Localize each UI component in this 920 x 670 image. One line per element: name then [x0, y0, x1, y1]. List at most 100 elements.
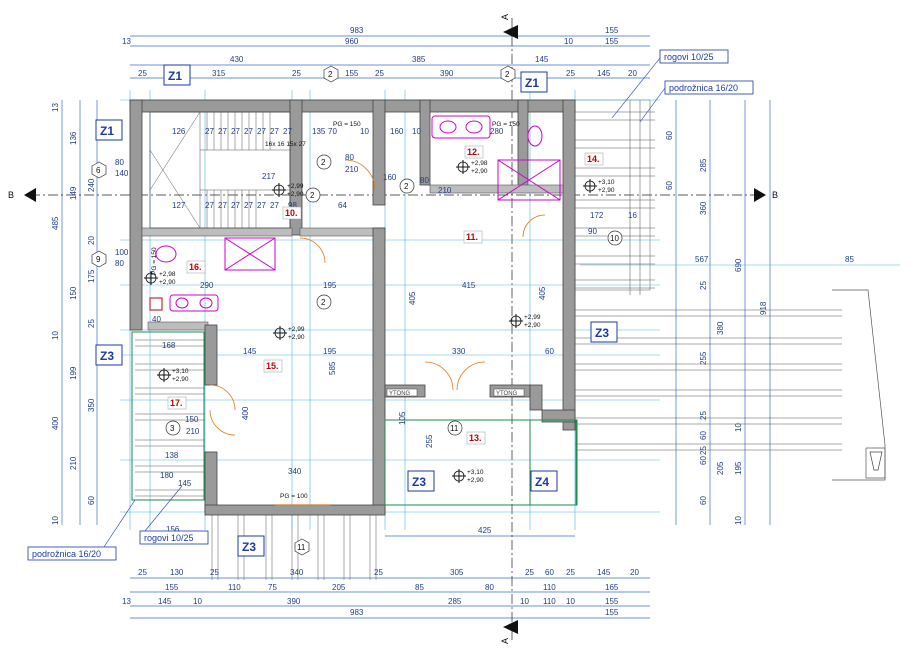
- dim-misc-180: 180: [160, 471, 174, 480]
- dim-bottom-983: 983: [350, 608, 364, 617]
- dim-top-25a: 25: [138, 69, 147, 78]
- dim-inner2-27c: 27: [231, 201, 240, 210]
- dim-right-4: 25: [699, 281, 708, 290]
- pg-label: PG = 100: [280, 493, 308, 500]
- level-value-a: +3,10: [467, 469, 484, 476]
- dim-top-20: 20: [628, 69, 637, 78]
- pg-label: PG = 150: [151, 247, 158, 275]
- room-number: 11.: [466, 232, 478, 242]
- dim-bottom-r1-10: 20: [630, 568, 639, 577]
- room-number: 14.: [587, 154, 600, 164]
- marker-label: 11: [297, 543, 306, 552]
- dim-left-175: 175: [87, 269, 96, 283]
- dim-left-10b: 10: [51, 516, 60, 525]
- ytong-label: YTONG: [389, 391, 411, 397]
- zone-label: Z1: [100, 124, 114, 138]
- dim-bottom-425: 425: [478, 526, 492, 535]
- dim-inner2-27a: 27: [205, 201, 214, 210]
- dim-misc-60: 60: [545, 347, 554, 356]
- dim-left-350: 350: [87, 398, 96, 412]
- dim-left-136: 136: [69, 131, 78, 145]
- walls: [129, 99, 576, 516]
- section-b-right-arrow-icon: [754, 188, 766, 202]
- level-marker: +2,99 +2,90: [272, 183, 304, 198]
- dim-inner-64: 64: [338, 201, 347, 210]
- dim-inner2-27b: 27: [218, 201, 227, 210]
- dim-left-60: 60: [87, 496, 96, 505]
- dim-misc-172: 172: [590, 211, 604, 220]
- room-number: 13.: [469, 433, 482, 443]
- dim-inner-127: 127: [172, 201, 186, 210]
- dim-top-430: 430: [230, 55, 244, 64]
- dim-left-150: 150: [69, 286, 78, 300]
- dim-bottom-r1-1: 130: [170, 568, 184, 577]
- dim-bottom-r3-3: 390: [287, 597, 301, 606]
- dim-bottom-r3-4: 285: [448, 597, 462, 606]
- dim-bottom-r3-1: 145: [158, 597, 172, 606]
- dim-misc-80d: 80: [420, 176, 429, 185]
- zone-label: Z1: [168, 69, 182, 83]
- marker-label: 2: [328, 70, 333, 79]
- bathtub-icon: [224, 237, 276, 271]
- dim-misc-210c: 210: [186, 427, 200, 436]
- dim-bottom-r1-3: 340: [290, 568, 304, 577]
- level-value-b: +2,90: [172, 376, 189, 383]
- interior-dimensions: 126 27 27 27 27 27 27 27 135 70 10 160 1…: [115, 127, 854, 534]
- dim-bottom-r1-4: 25: [374, 568, 383, 577]
- dim-top-25d: 25: [566, 69, 575, 78]
- shower-icon: [497, 159, 561, 201]
- dim-misc-405: 405: [408, 291, 417, 305]
- level-value-a: +2,98: [471, 160, 488, 167]
- dim-top-390: 390: [440, 69, 454, 78]
- dim-left-400: 400: [51, 416, 60, 430]
- section-a-bottom-arrow-icon: [503, 620, 518, 634]
- section-a-top-arrow-icon: [503, 25, 518, 39]
- dim-inner-27g: 27: [283, 127, 292, 136]
- dim-bottom-r3-2: 10: [193, 597, 202, 606]
- level-marker: +2,99 +2,90: [509, 314, 541, 329]
- dim-right-8: 205: [716, 461, 725, 475]
- level-marker: +3,10 +2,90: [452, 469, 484, 484]
- chimney-icon: [869, 451, 883, 471]
- dim-bottom-r3-5: 10: [520, 597, 529, 606]
- level-value-a: +2,99: [287, 183, 304, 190]
- staircase: 16x 16 15x 27: [149, 111, 306, 229]
- dim-left-199: 199: [69, 366, 78, 380]
- dim-left-20: 20: [87, 236, 96, 245]
- dim-right-6: 380: [716, 321, 725, 335]
- dim-bottom-155: 155: [605, 608, 619, 617]
- marker-label: 11: [450, 424, 459, 433]
- dim-bottom-r1-5: 305: [450, 568, 464, 577]
- dim-bottom-r1-6: 25: [525, 568, 534, 577]
- dim-misc-217: 217: [262, 172, 276, 181]
- dim-bottom-r3-0: 13: [122, 597, 131, 606]
- dim-misc-145b: 145: [178, 479, 192, 488]
- stair-spec-label: 16x 16 15x 27: [265, 141, 306, 148]
- room-number: 12.: [467, 147, 480, 157]
- dim-bottom-r3-8: 155: [605, 597, 619, 606]
- dim-top-385: 385: [412, 55, 426, 64]
- dim-left-10: 10: [51, 331, 60, 340]
- dim-misc-40: 40: [152, 315, 161, 324]
- dim-inner-160: 160: [390, 127, 404, 136]
- dim-top-25b: 25: [292, 69, 301, 78]
- right-dimensions: 60 285 60 360 25 690 380 918 205 255 10 …: [665, 100, 771, 525]
- dim-misc-80b: 80: [115, 259, 124, 268]
- zone-label: Z4: [535, 475, 549, 489]
- dim-misc-195b: 195: [323, 347, 337, 356]
- dim-inner-126: 126: [172, 127, 186, 136]
- dim-bottom-r3-7: 10: [566, 597, 575, 606]
- dim-right-1: 285: [699, 158, 708, 172]
- level-marker: +2,98 +2,90: [144, 271, 176, 286]
- level-marker: +3,10 +2,90: [583, 179, 615, 194]
- level-value-a: +2,98: [159, 271, 176, 278]
- dim-inner-27e: 27: [257, 127, 266, 136]
- dim-inner-135: 135: [312, 127, 326, 136]
- beam-notes: rogovi 10/25 podrožnica 16/20 rogovi 10/…: [27, 49, 754, 561]
- dim-bottom-r3-6: 110: [543, 597, 556, 606]
- zone-label: Z3: [242, 540, 256, 554]
- rafters-note-bottom: rogovi 10/25: [144, 533, 194, 543]
- dim-bottom-r2-6: 110: [543, 583, 556, 592]
- dim-left-25: 25: [87, 319, 96, 328]
- dim-right-7: 918: [759, 301, 768, 315]
